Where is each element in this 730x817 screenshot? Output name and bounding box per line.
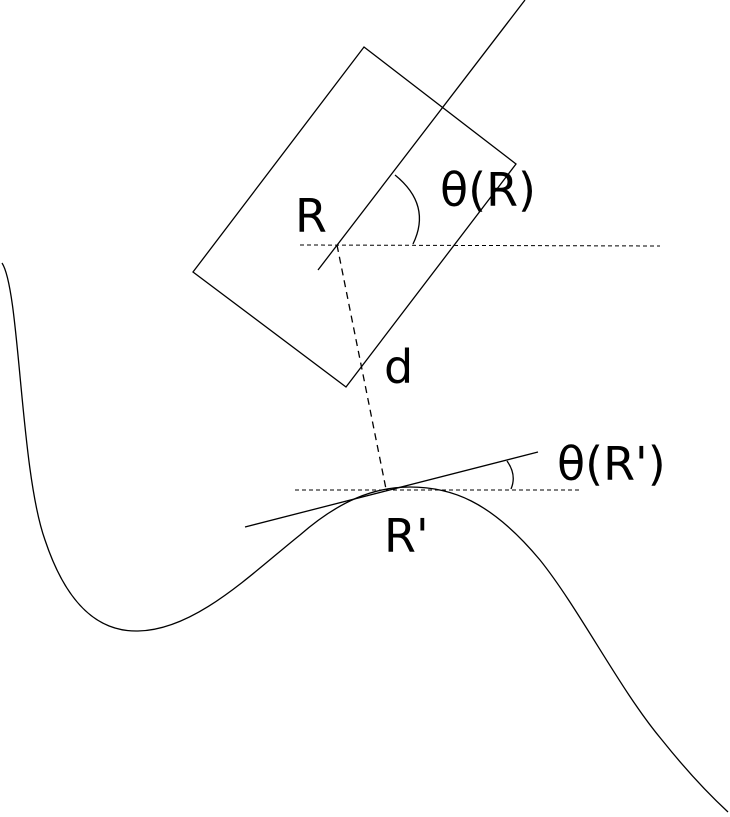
rectangle [192, 46, 517, 388]
label-theta-r-prime: θ(R') [557, 437, 666, 491]
label-distance-d: d [384, 340, 413, 394]
label-r-prime: R' [384, 509, 429, 563]
angle-arc-r-prime [506, 460, 514, 490]
distance-line [336, 244, 387, 490]
label-theta-r: θ(R) [440, 163, 536, 217]
label-r: R [295, 189, 327, 243]
orientation-line-r [317, 0, 526, 271]
curve [1, 262, 729, 813]
horizontal-reference-r [299, 244, 661, 247]
tangent-line-r-prime [244, 451, 539, 528]
angle-arc-r [394, 174, 421, 245]
